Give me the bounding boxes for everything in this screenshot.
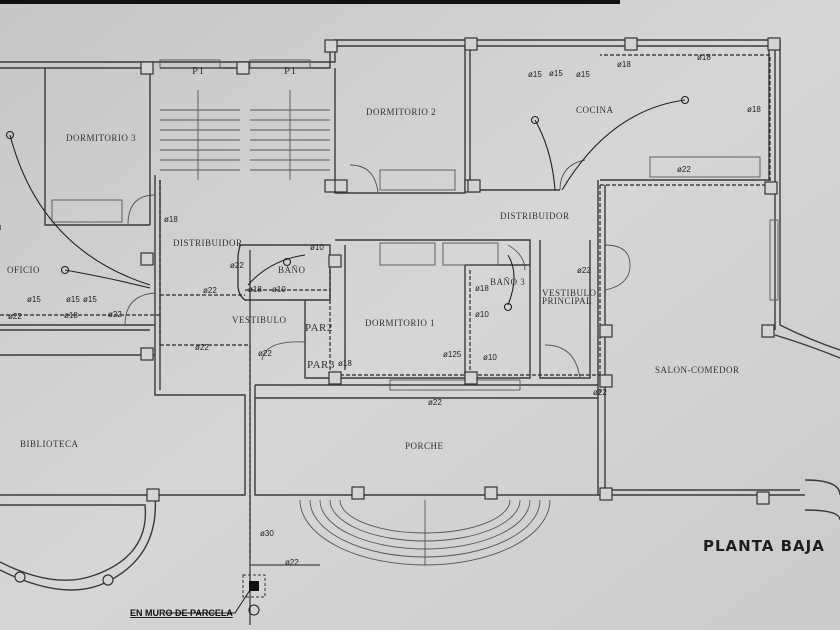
meter-location-note: EN MURO DE PARCELA [130,608,233,618]
pipe-label: ø10 [475,310,489,319]
pipe-label: ø22 [258,349,272,358]
stair-label-p1-2: P1 [284,65,297,77]
room-label-biblioteca: BIBLIOTECA [20,439,79,449]
pipe-label: ø18 [64,311,78,320]
room-label-cocina: COCINA [576,105,614,115]
room-label-vestibulo-principal-2: PRINCIPAL [542,296,592,306]
pipe-label: ø10 [310,243,324,252]
pipe-label: ø22 [195,343,209,352]
pipe-label: ø18 [617,60,631,69]
pipe-label: ø22 [577,266,591,275]
stairs [160,90,330,180]
windows [51,59,779,391]
pipe-label: ø15 [66,295,80,304]
pipe-label: ø125 [443,350,462,359]
pillars [14,37,781,586]
plan-title: PLANTA BAJA [703,537,825,555]
room-label-dormitorio-1: DORMITORIO 1 [365,318,435,328]
room-label-par2: PAR2 [305,322,333,334]
pipe-label: ø18 [248,285,262,294]
room-label-dormitorio-3: DORMITORIO 3 [66,133,136,143]
room-label-dormitorio-2: DORMITORIO 2 [366,107,436,117]
pipe-label: ø18 [747,105,761,114]
pipe-label: ø18 [338,359,352,368]
room-label-vestibulo: VESTIBULO [232,315,287,325]
pipe-diameter-labels: ø18 ø18 ø18 ø18 ø18 ø18 ø18 ø18 ø15 ø15 … [8,53,761,567]
pipe-label: ø18 [697,53,711,62]
pipe-label: ø15 [27,295,41,304]
pipe-label: ø18 [475,284,489,293]
porch-steps [299,499,551,566]
electric-wiring [9,99,686,625]
pipe-label: ø22 [593,388,607,397]
pipe-label: ø30 [260,529,274,538]
pipe-label: ø22 [230,261,244,270]
pipe-label: ø15 [549,69,563,78]
room-label-vestibulo-principal: VESTIBULO [542,288,597,298]
pipe-label: ø18 [164,215,178,224]
pipe-label: ø22 [8,312,22,321]
pipe-label: ø10 [483,353,497,362]
room-label-distribuidor: DISTRIBUIDOR [500,211,570,221]
doors [124,159,631,379]
pipe-label: ø15 [528,70,542,79]
room-label-bano: BAÑO [278,265,306,275]
lamp-icons [5,95,690,312]
room-label-salon-comedor: SALON-COMEDOR [655,365,740,375]
meter-box [165,574,266,616]
room-label-oficio: OFICIO [7,265,40,275]
room-labels: DORMITORIO 3 DORMITORIO 2 COCINA DISTRIB… [7,65,740,451]
pipe-label: ø15 [83,295,97,304]
pipe-label: ø22 [108,310,122,319]
pipe-label: ø22 [677,165,691,174]
photo-edge [0,0,620,4]
pipe-label: ø10 [272,285,286,294]
pipe-label: ø22 [285,558,299,567]
pipe-label: ø15 [576,70,590,79]
stair-label-p1: P1 [192,65,205,77]
pipe-label: ø22 [428,398,442,407]
room-label-bano-3: BAÑO 3 [490,277,525,287]
pipe-label: ø22 [203,286,217,295]
room-label-porche: PORCHE [405,441,444,451]
room-label-distribuidor-left: DISTRIBUIDOR [173,238,243,248]
room-label-par3: PAR3 [307,359,335,371]
